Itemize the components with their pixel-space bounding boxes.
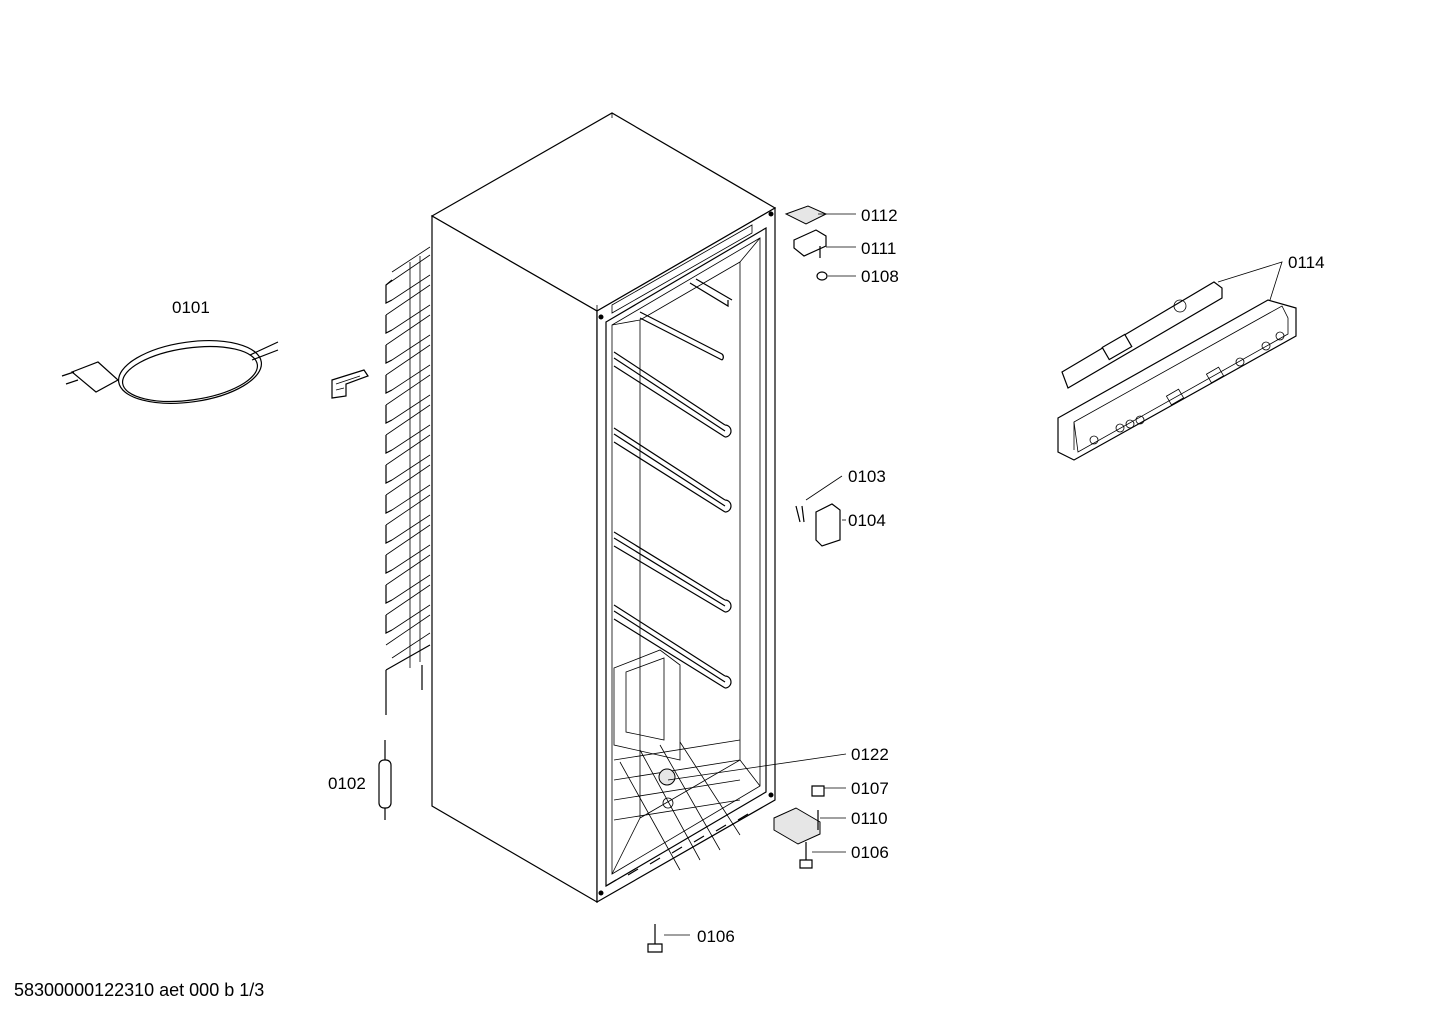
label-0112: 0112 bbox=[861, 206, 898, 225]
label-0107: 0107 bbox=[851, 779, 889, 798]
label-0104: 0104 bbox=[848, 511, 886, 530]
label-0110: 0110 bbox=[851, 809, 888, 828]
freezer-cabinet bbox=[385, 112, 777, 904]
cabinet-front bbox=[596, 206, 776, 904]
control-panel-icon bbox=[1057, 281, 1297, 461]
door-handle-parts bbox=[795, 503, 841, 547]
label-0106-foot: 0106 bbox=[697, 927, 735, 946]
bushing-icon bbox=[816, 271, 828, 281]
label-0102: 0102 bbox=[328, 774, 366, 793]
shelf-rails bbox=[613, 278, 733, 689]
foot-screw-icon bbox=[799, 859, 813, 869]
bottom-hinge-parts bbox=[647, 785, 825, 953]
foot-screw-bottom-icon bbox=[647, 943, 663, 953]
top-hinge-icon bbox=[793, 229, 827, 257]
top-hinge-parts bbox=[784, 205, 828, 281]
drawing-reference-footer: 58300000122310 aet 000 b 1/3 bbox=[14, 980, 265, 1000]
hinge-pin-icon bbox=[811, 785, 825, 797]
handle-cap-icon bbox=[815, 503, 841, 547]
label-0114: 0114 bbox=[1288, 253, 1325, 272]
hinge-cover-icon bbox=[784, 205, 828, 225]
power-cord-icon bbox=[61, 340, 279, 404]
bottom-hinge-icon bbox=[773, 807, 821, 845]
label-0111: 0111 bbox=[861, 239, 896, 258]
label-0103: 0103 bbox=[848, 467, 886, 486]
label-0122: 0122 bbox=[851, 745, 889, 764]
wall-bracket-icon bbox=[331, 369, 369, 399]
leader-lines bbox=[664, 213, 1283, 936]
part-labels: 0101 0102 0103 0104 0106 0106 0107 0108 … bbox=[172, 206, 1325, 946]
label-0106-hinge: 0106 bbox=[851, 843, 889, 862]
condenser-coil bbox=[385, 246, 431, 715]
filter-dryer-icon bbox=[378, 740, 392, 820]
label-0108: 0108 bbox=[861, 267, 899, 286]
cabinet-side bbox=[431, 214, 598, 904]
label-0101: 0101 bbox=[172, 298, 210, 317]
